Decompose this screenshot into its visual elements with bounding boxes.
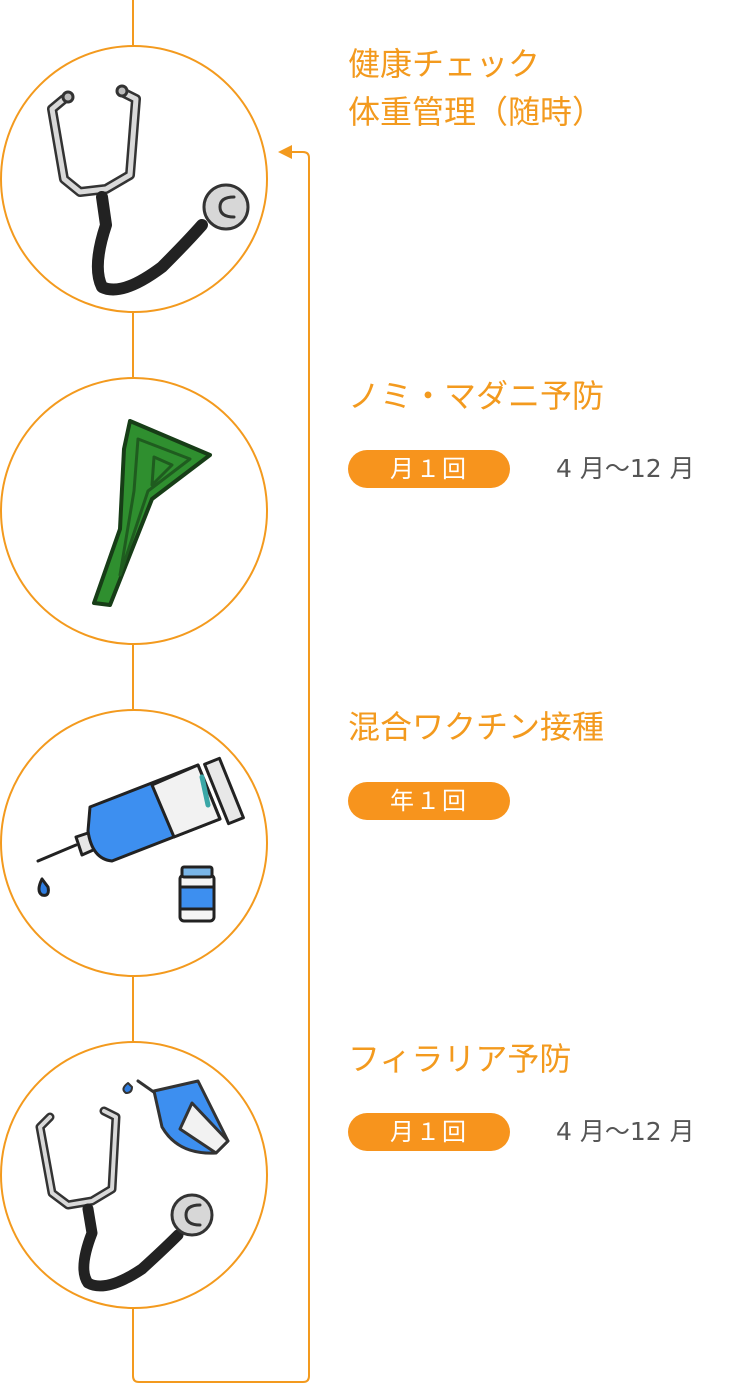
flea-tick-pipette-icon [92, 419, 212, 607]
step-4-title: フィラリア予防 [348, 1040, 572, 1078]
step-1-circle [0, 45, 268, 313]
step-2-frequency-badge: 月１回 [348, 450, 510, 488]
step-3-title: 混合ワクチン接種 [348, 708, 605, 746]
loop-arrow-head-icon [278, 145, 292, 159]
step-1-title-line2: 体重管理（随時） [348, 93, 605, 131]
step-1-title-line1: 健康チェック [348, 45, 541, 83]
stethoscope-icon [47, 84, 250, 296]
step-3-frequency-badge: 年１回 [348, 782, 510, 820]
step-2-circle [0, 377, 268, 645]
step-2-period: 4 月～12 月 [556, 454, 695, 483]
step-4-circle [0, 1041, 268, 1309]
step-4-period: 4 月～12 月 [556, 1117, 695, 1146]
stethoscope-syringe-icon [35, 1079, 230, 1292]
step-1-title: 健康チェック 体重管理（随時） [348, 40, 604, 136]
step-2-title: ノミ・マダニ予防 [348, 377, 605, 415]
step-3-circle [0, 709, 268, 977]
step-4-frequency-badge: 月１回 [348, 1113, 510, 1151]
syringe-vial-icon [36, 756, 245, 923]
